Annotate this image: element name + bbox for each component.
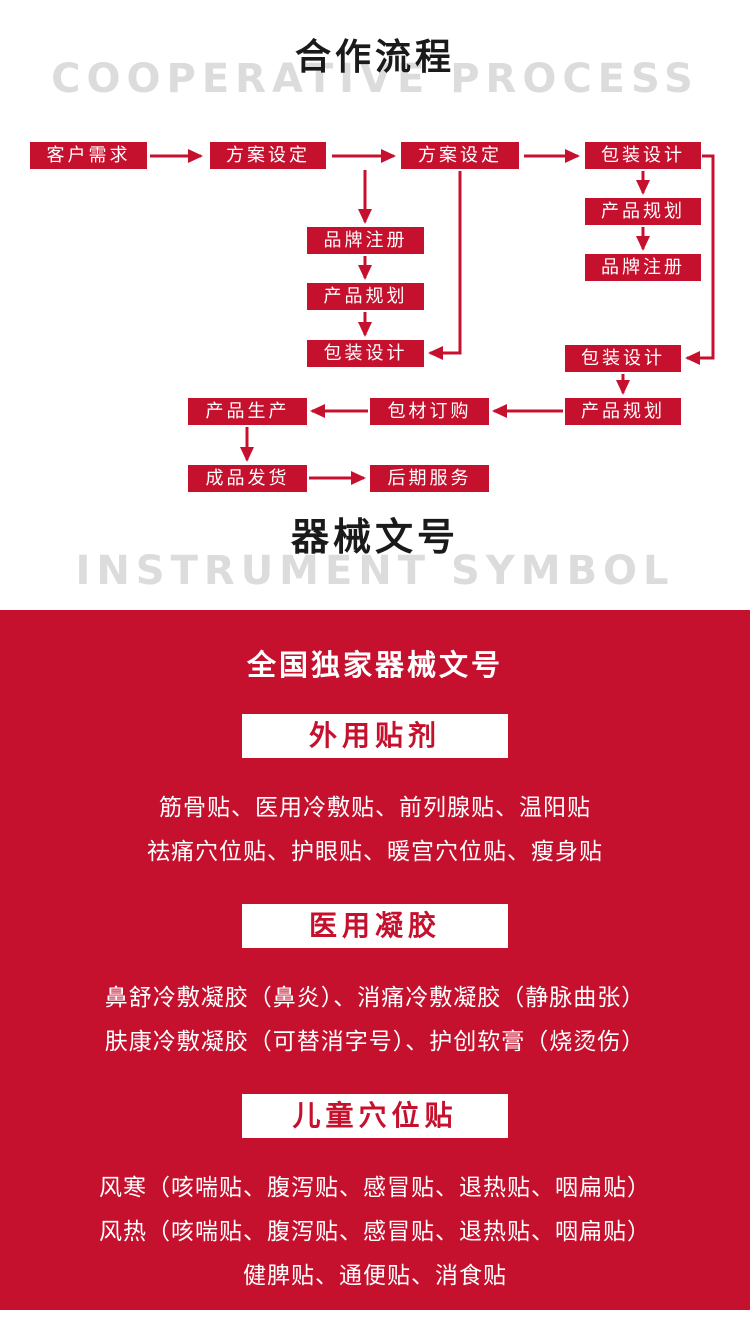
product-line: 风热（咳喘贴、腹泻贴、感冒贴、退热贴、咽扁贴） [99,1219,651,1245]
flow-node-material-order: 包材订购 [370,398,489,425]
flow-node-shipment: 成品发货 [188,465,307,492]
flow-node-plan-setting-2: 方案设定 [401,142,519,169]
product-line: 肤康冷敷凝胶（可替消字号）、护创软膏（烧烫伤） [104,1029,646,1055]
flow-section-title: 合作流程 [294,37,455,78]
symbol-section-title: 器械文号 [290,515,459,559]
external-patch-list: 筋骨贴、医用冷敷贴、前列腺贴、温阳贴 祛痛穴位贴、护眼贴、暖宫穴位贴、瘦身贴 [0,786,750,874]
product-line: 风寒（咳喘贴、腹泻贴、感冒贴、退热贴、咽扁贴） [99,1175,651,1201]
flow-node-package-design-lower: 包装设计 [565,345,681,372]
flow-node-brand-registration-right: 品牌注册 [585,254,701,281]
product-line: 筋骨贴、医用冷敷贴、前列腺贴、温阳贴 [159,795,591,821]
category-medical-gel: 医用凝胶 [242,904,508,948]
flow-section-watermark: COOPERATIVE PROCESS [51,56,699,102]
flow-node-brand-registration-mid: 品牌注册 [307,227,424,254]
flow-node-product-planning-right: 产品规划 [585,198,701,225]
product-line: 祛痛穴位贴、护眼贴、暖宫穴位贴、瘦身贴 [147,839,603,865]
symbol-section-watermark: INSTRUMENT SYMBOL [75,548,675,594]
product-line: 健脾贴、通便贴、消食贴 [243,1263,507,1289]
flow-node-product-planning-lower: 产品规划 [565,398,681,425]
flow-node-package-design-top: 包装设计 [585,142,701,169]
flow-node-customer-demand: 客户需求 [30,142,147,169]
flow-node-plan-setting-1: 方案设定 [210,142,326,169]
medical-gel-list: 鼻舒冷敷凝胶（鼻炎）、消痛冷敷凝胶（静脉曲张） 肤康冷敷凝胶（可替消字号）、护创… [0,976,750,1064]
flow-node-product-planning-mid: 产品规划 [307,283,424,310]
category-children-acupoint-patch: 儿童穴位贴 [242,1094,508,1138]
bottom-white-strip [0,1310,750,1328]
children-patch-list: 风寒（咳喘贴、腹泻贴、感冒贴、退热贴、咽扁贴） 风热（咳喘贴、腹泻贴、感冒贴、退… [0,1166,750,1298]
product-line: 鼻舒冷敷凝胶（鼻炎）、消痛冷敷凝胶（静脉曲张） [104,985,646,1011]
cooperative-process-section: 合作流程 COOPERATIVE PROCESS 客户需求 [0,0,750,500]
exclusive-symbol-heading: 全国独家器械文号 [246,648,503,682]
category-external-patch: 外用贴剂 [242,714,508,758]
instrument-symbol-header: 器械文号 INSTRUMENT SYMBOL [0,500,750,610]
flow-node-production: 产品生产 [188,398,307,425]
flow-node-after-service: 后期服务 [370,465,489,492]
instrument-symbol-section: 全国独家器械文号 外用贴剂 筋骨贴、医用冷敷贴、前列腺贴、温阳贴 祛痛穴位贴、护… [0,610,750,1310]
flow-node-package-design-mid: 包装设计 [307,340,424,367]
